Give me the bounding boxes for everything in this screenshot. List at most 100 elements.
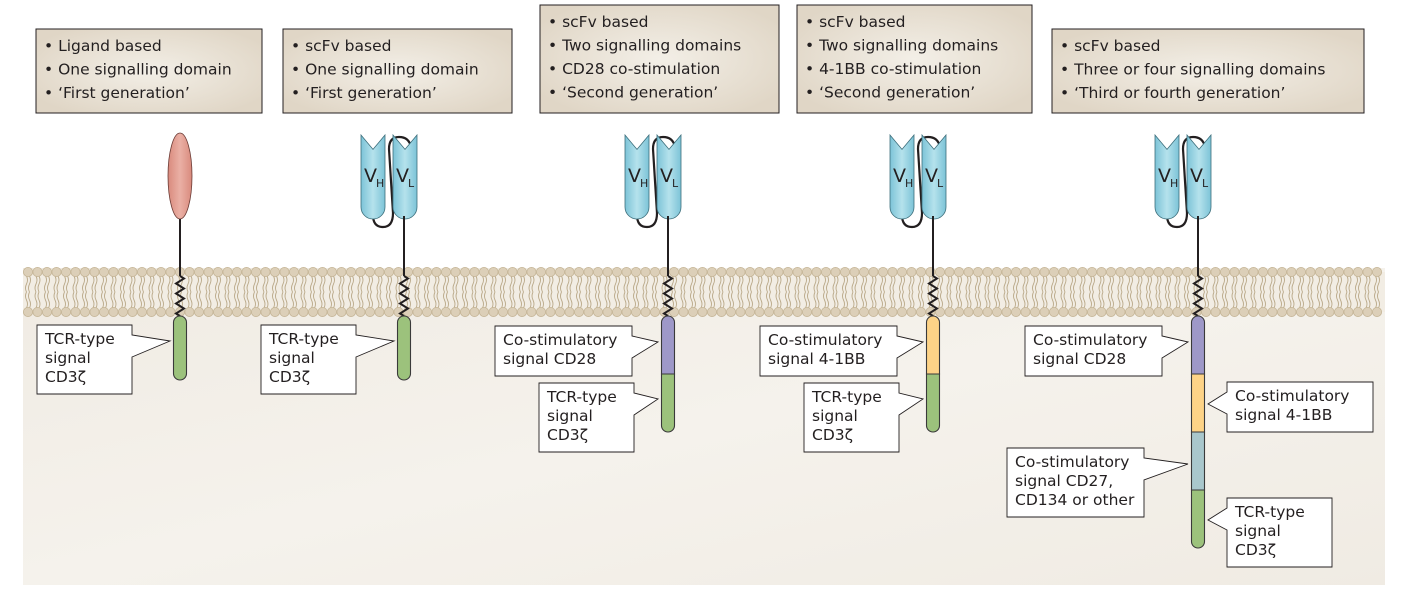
lipid-head — [469, 266, 480, 277]
lipid-head — [574, 266, 585, 277]
lipid-tail — [167, 291, 171, 309]
lipid-tail — [189, 275, 193, 293]
lipid-tail — [997, 291, 1000, 309]
lipid-tail — [598, 291, 601, 309]
lipid-tail — [1250, 275, 1254, 293]
lipid-tail — [281, 275, 285, 293]
lipid-tail — [1006, 275, 1010, 293]
lipid-tail — [861, 291, 864, 309]
vl-domain — [392, 133, 418, 220]
lipid-tail — [310, 291, 313, 309]
callout-line: Co-stimulatory — [1015, 453, 1129, 471]
info-box-line: • One signalling domain — [44, 61, 232, 79]
vl-domain-subscript: L — [408, 177, 415, 190]
lipid-tail — [813, 291, 817, 309]
lipid-tail — [446, 275, 449, 293]
lipid-tail — [636, 291, 639, 309]
lipid-tail — [1260, 275, 1263, 293]
lipid-head — [1286, 306, 1297, 317]
lipid-head — [1049, 266, 1060, 277]
lipid-tail — [566, 291, 570, 309]
lipid-tail — [1174, 291, 1178, 309]
lipid-tail — [256, 275, 259, 293]
lipid-tail — [208, 291, 212, 309]
lipid-head — [583, 266, 594, 277]
lipid-tail — [493, 291, 497, 309]
lipid-tail — [541, 291, 544, 309]
vh-domain-label: V — [628, 165, 641, 187]
lipid-tail — [607, 275, 611, 293]
lipid-head — [1372, 266, 1383, 277]
lipid-head — [631, 266, 642, 277]
lipid-tail — [851, 291, 855, 309]
lipid-tail — [348, 275, 351, 293]
lipid-head — [288, 266, 299, 277]
lipid-tail — [455, 275, 459, 293]
lipid-tail — [1326, 275, 1330, 293]
lipid-head — [688, 266, 699, 277]
info-box-line: • scFv based — [548, 13, 648, 31]
lipid-tail — [911, 291, 915, 309]
lipid-tail — [899, 291, 902, 309]
lipid-tail — [1222, 291, 1225, 309]
lipid-head — [1267, 266, 1278, 277]
lipid-tail — [816, 291, 820, 309]
lipid-tail — [284, 291, 288, 309]
lipid-tail — [550, 291, 554, 309]
lipid-tail — [1139, 275, 1143, 293]
lipid-tail — [186, 275, 190, 293]
lipid-tail — [880, 275, 883, 293]
lipid-head — [1210, 266, 1221, 277]
lipid-head — [954, 266, 965, 277]
lipid-tail — [1022, 291, 1026, 309]
lipid-head — [716, 306, 727, 317]
lipid-tail — [984, 275, 988, 293]
lipid-head — [1058, 306, 1069, 317]
lipid-tail — [1253, 275, 1257, 293]
lipid-tail — [835, 291, 839, 309]
lipid-tail — [509, 275, 513, 293]
lipid-tail — [1044, 275, 1048, 293]
lipid-tail — [1044, 291, 1048, 309]
lipid-tail — [1165, 291, 1168, 309]
lipid-head — [1134, 306, 1145, 317]
lipid-tail — [921, 291, 924, 309]
lipid-head — [488, 266, 499, 277]
lipid-tail — [1374, 291, 1377, 309]
callout-box — [538, 382, 660, 453]
info-box — [539, 4, 780, 114]
lipid-tail — [709, 291, 712, 309]
lipid-head — [887, 266, 898, 277]
callout-line: TCR-type — [811, 388, 882, 406]
lipid-tail — [234, 291, 237, 309]
lipid-tail — [975, 275, 978, 293]
lipid-head — [583, 306, 594, 317]
lipid-tail — [509, 291, 513, 309]
lipid-tail — [883, 291, 886, 309]
lipid-head — [421, 266, 432, 277]
callout-box — [759, 325, 925, 377]
lipid-head — [878, 266, 889, 277]
lipid-head — [574, 306, 585, 317]
lipid-head — [269, 306, 280, 317]
lipid-tail — [500, 291, 503, 309]
lipid-tail — [1329, 275, 1333, 293]
lipid-tail — [1082, 275, 1086, 293]
lipid-head — [374, 266, 385, 277]
callout-line: CD3ζ — [547, 426, 588, 444]
lipid-tail — [291, 275, 294, 293]
lipid-tail — [595, 291, 598, 309]
lipid-tail — [417, 275, 421, 293]
lipid-tail — [623, 275, 627, 293]
cytoplasm-area — [23, 268, 1385, 585]
lipid-tail — [455, 291, 459, 309]
lipid-tail — [120, 275, 123, 293]
lipid-head — [1286, 266, 1297, 277]
lipid-head — [1049, 306, 1060, 317]
lipid-tail — [579, 291, 582, 309]
lipid-head — [954, 306, 965, 317]
lipid-tail — [766, 275, 769, 293]
lipid-tail — [775, 291, 779, 309]
lipid-head — [89, 266, 100, 277]
